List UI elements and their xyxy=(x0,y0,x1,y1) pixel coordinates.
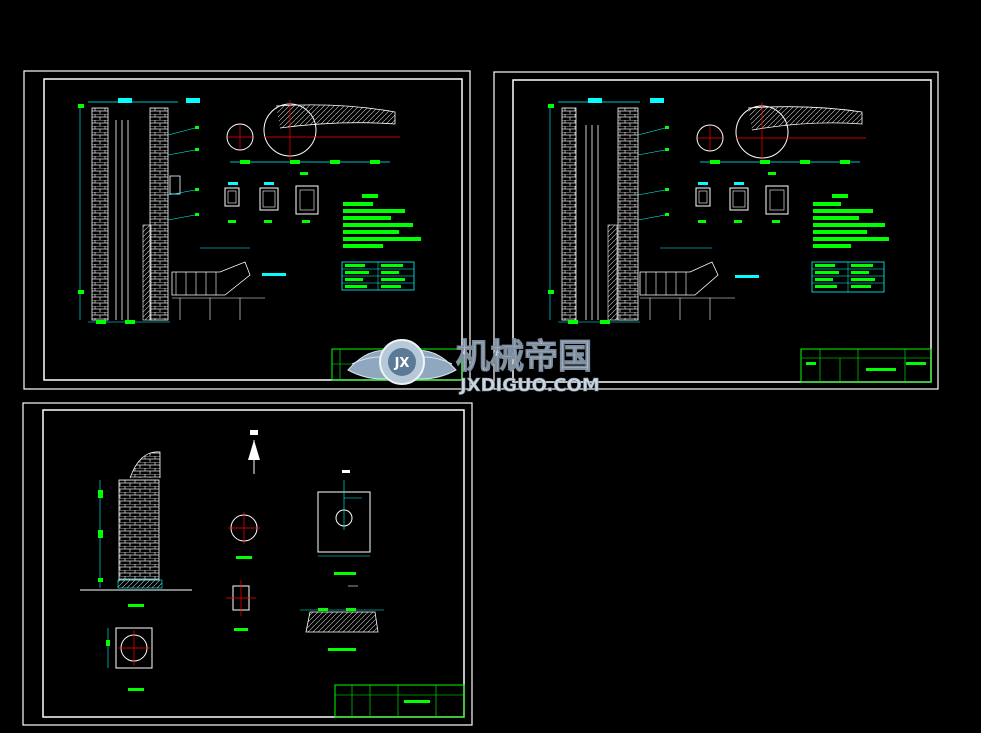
sheet-2-notes xyxy=(813,194,889,248)
sheet-2-chimney-section xyxy=(548,98,669,324)
sheet-2-inner-frame xyxy=(512,79,932,383)
watermark-badge: JX xyxy=(394,356,410,371)
sheet-2-outer-frame xyxy=(493,71,939,390)
sheet-1-flue-plan xyxy=(226,100,400,175)
sheet-1-material-table xyxy=(341,261,415,291)
north-arrow-icon xyxy=(248,430,260,474)
sheet-3 xyxy=(22,402,473,726)
sheet-1-detail-boxes xyxy=(224,182,319,223)
sheet-1 xyxy=(23,70,471,390)
sheet-2-detail-boxes xyxy=(695,182,789,223)
sheet-3-section-1-1 xyxy=(300,608,384,651)
sheet-3-inner-frame xyxy=(42,409,465,718)
sheet-3-outer-frame xyxy=(22,402,473,726)
sheet-1-inner-frame xyxy=(43,78,463,381)
sheet-3-rect-detail xyxy=(226,580,256,631)
sheet-2-material-table xyxy=(811,261,885,293)
sheet-3-foundation-plan xyxy=(317,470,371,587)
sheet-1-stair xyxy=(171,247,286,320)
sheet-1-chimney-section xyxy=(78,98,200,324)
watermark-chinese: 机械帝国 xyxy=(456,337,592,377)
sheet-3-base-plan xyxy=(106,627,153,691)
sheet-3-title-block xyxy=(334,684,465,718)
sheet-2-stair xyxy=(639,247,759,320)
watermark-latin: JXDIGUO.COM xyxy=(458,375,600,396)
watermark-logo: JX 机械帝国 JXDIGUO.COM xyxy=(347,337,600,396)
sheet-3-chimney-elevation xyxy=(80,451,192,607)
sheet-3-circle-detail xyxy=(228,512,260,559)
sheet-1-outer-frame xyxy=(23,70,471,390)
winged-gear-icon: JX xyxy=(347,339,457,385)
sheet-1-notes xyxy=(343,194,421,248)
sheet-2-title-block xyxy=(800,348,932,383)
sheet-2 xyxy=(493,71,939,390)
sheet-2-flue-plan xyxy=(696,102,866,175)
